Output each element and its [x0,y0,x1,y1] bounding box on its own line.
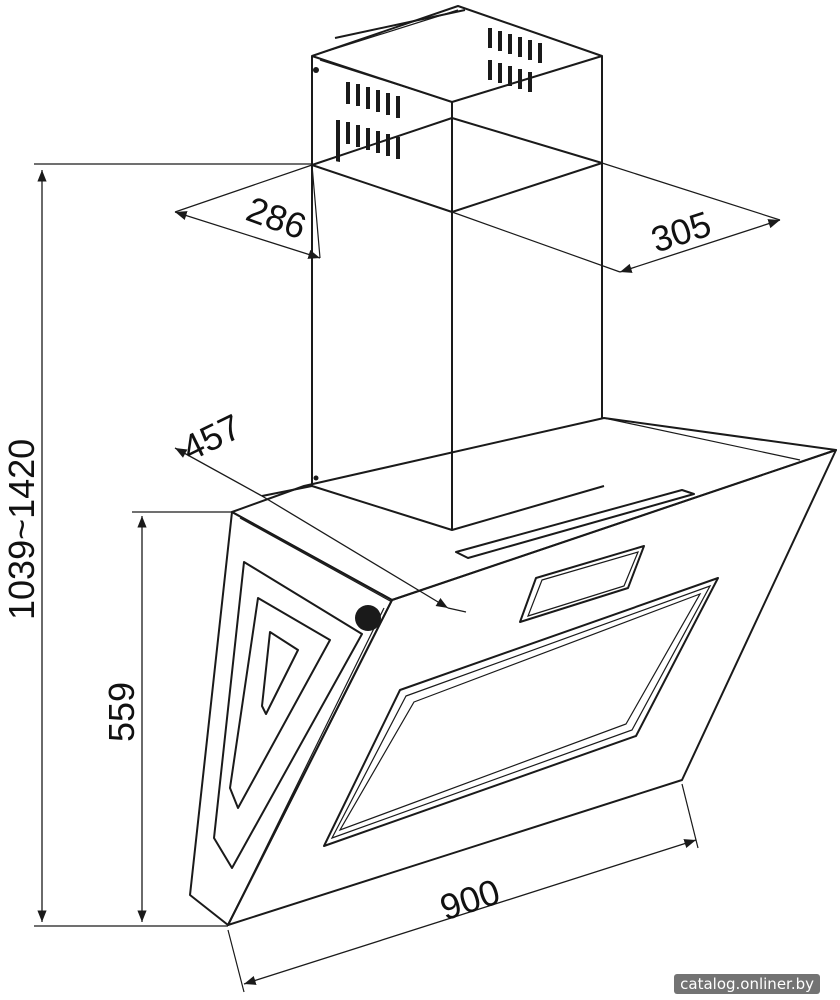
dim-hood-depth: 457 [175,406,247,469]
dim-chimney-depth: 286 [241,188,311,247]
dim-hood-width: 900 [435,871,505,929]
dimension-lines [34,162,781,993]
vent-slots-left [336,82,400,162]
dim-chimney-width: 305 [646,203,716,261]
vent-slots-right [488,28,542,92]
watermark: catalog.onliner.by [674,974,820,994]
dim-hood-height: 559 [101,682,142,742]
dim-total-height: 1039~1420 [1,439,42,620]
chimney-upper-section [311,5,603,212]
hood-body [189,417,837,926]
